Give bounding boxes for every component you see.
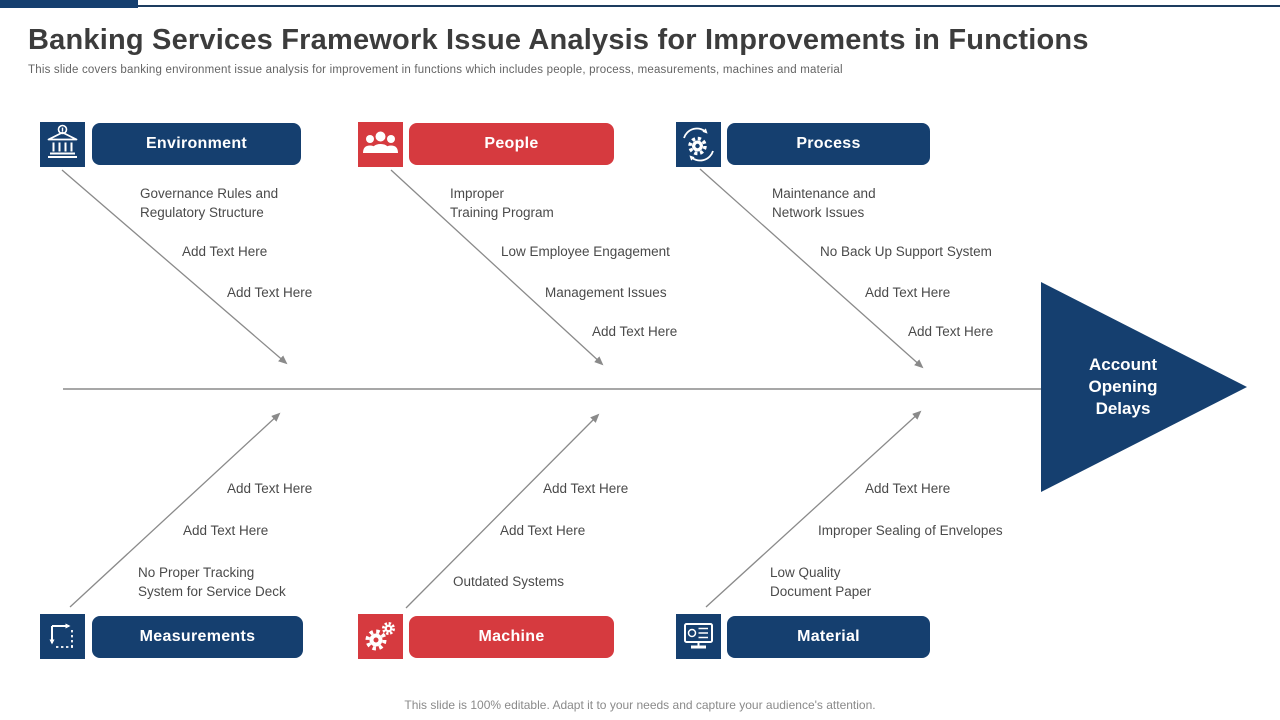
cause-people-3: Management Issues (545, 285, 667, 300)
category-people-label: People (484, 135, 539, 152)
category-material: Material (727, 616, 930, 658)
cause-environment-2: Add Text Here (182, 244, 268, 259)
cause-people-2: Low Employee Engagement (501, 244, 670, 259)
cause-process-1: Maintenance and Network Issues (772, 186, 876, 220)
page-subtitle: This slide covers banking environment is… (28, 64, 843, 76)
cause-people-4: Add Text Here (592, 324, 678, 339)
cause-measurements-3: No Proper Tracking System for Service De… (138, 565, 286, 599)
cause-machine-1: Add Text Here (543, 481, 629, 496)
cause-people-1: Improper Training Program (450, 186, 554, 220)
cause-material-2: Improper Sealing of Envelopes (818, 523, 1003, 538)
cause-material-1: Add Text Here (865, 481, 951, 496)
category-environment-label: Environment (145, 135, 248, 152)
category-machine: Machine (409, 616, 614, 658)
page-title: Banking Services Framework Issue Analysi… (28, 24, 1089, 56)
category-people: People (409, 123, 614, 165)
category-measurements-label: Measurements (139, 628, 256, 645)
category-measurements: Measurements (92, 616, 303, 658)
category-process: Process (727, 123, 930, 165)
top-rule (0, 5, 1280, 7)
cause-process-3: Add Text Here (865, 285, 951, 300)
cause-environment-1: Governance Rules and Regulatory Structur… (140, 186, 279, 220)
effect-label: Account Opening Delays (1088, 355, 1158, 418)
cause-process-4: Add Text Here (908, 324, 994, 339)
footer-note: This slide is 100% editable. Adapt it to… (404, 698, 876, 712)
cause-material-3: Low Quality Document Paper (770, 565, 872, 599)
gears-icon (358, 614, 403, 659)
cause-measurements-1: Add Text Here (227, 481, 313, 496)
measurement-icon (40, 614, 85, 659)
cause-machine-3: Outdated Systems (453, 574, 565, 589)
category-material-label: Material (797, 628, 860, 645)
process-cycle-icon (676, 122, 721, 167)
effect-arrow: Account Opening Delays (1041, 282, 1247, 492)
bank-icon (40, 122, 85, 167)
cause-measurements-2: Add Text Here (183, 523, 269, 538)
category-process-label: Process (796, 135, 861, 152)
category-machine-label: Machine (478, 628, 545, 645)
people-group-icon (358, 122, 403, 167)
category-environment: Environment (92, 123, 301, 165)
cause-machine-2: Add Text Here (500, 523, 586, 538)
top-accent-bar (0, 0, 138, 8)
cause-process-2: No Back Up Support System (820, 244, 992, 259)
cause-environment-3: Add Text Here (227, 285, 313, 300)
monitor-icon (676, 614, 721, 659)
